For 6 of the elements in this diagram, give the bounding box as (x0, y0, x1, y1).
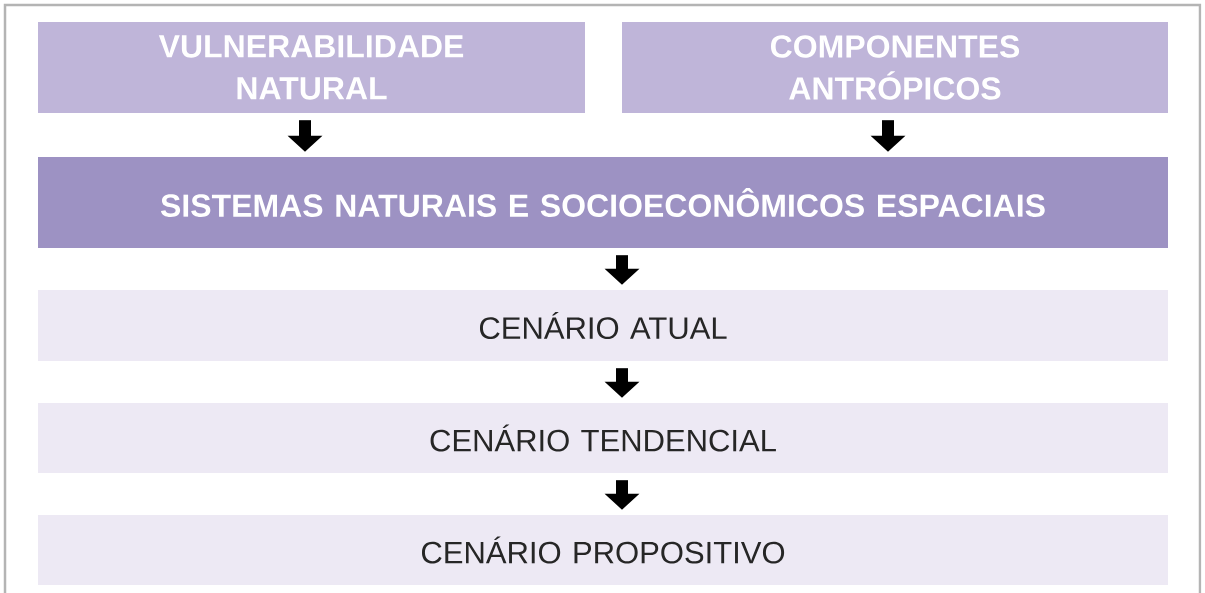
heading-box: VULNERABILIDADE NATURAL (38, 22, 585, 113)
heading-box: SISTEMAS NATURAIS E SOCIOECONÔMICOS ESPACIAIS (38, 157, 1168, 248)
scenario-box: CENÁRIO PROPOSITIVO (38, 515, 1168, 585)
heading-box: COMPONENTES ANTRÓPICOS (622, 22, 1168, 113)
scenario-box: CENÁRIO ATUAL (38, 290, 1168, 361)
scenario-box: CENÁRIO TENDENCIAL (38, 403, 1168, 473)
